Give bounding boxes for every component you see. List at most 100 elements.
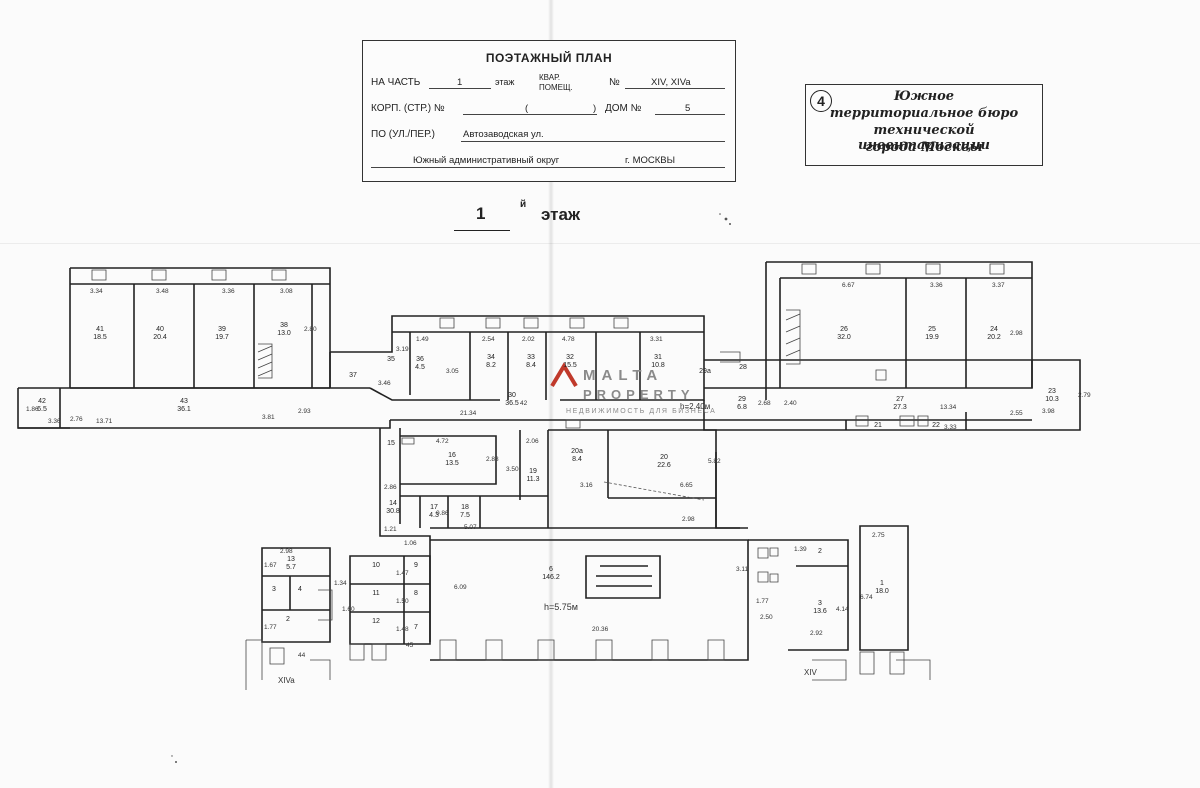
number-label: №	[609, 77, 620, 88]
dim-label: 2.86	[384, 484, 397, 491]
street-label: ПО (УЛ./ПЕР.)	[371, 129, 435, 140]
room-28: 28	[739, 364, 747, 371]
dim-label: 13.71	[96, 418, 113, 425]
dom-value: 5	[685, 103, 691, 114]
dim-label: 1.48	[396, 626, 409, 633]
watermark-name-line-2: PROPERTY	[583, 387, 695, 402]
line	[463, 114, 597, 115]
dim-label: 2.06	[526, 438, 539, 445]
room-11: 11	[372, 590, 380, 597]
dim-label: 0.86	[436, 510, 449, 517]
dim-label: 2.93	[298, 408, 311, 415]
floor-value: 1	[457, 77, 463, 88]
dim-label: 2.98	[682, 516, 695, 523]
room-9: 9	[414, 562, 418, 569]
dim-label: 4.78	[562, 336, 575, 343]
marker-45: 45	[406, 642, 414, 649]
dim-label: 3.36	[930, 282, 943, 289]
dim-label: 1.67	[264, 562, 277, 569]
on-part-label: НА ЧАСТЬ	[371, 77, 421, 88]
dim-label: 4.14	[836, 606, 849, 613]
room-15: 15	[387, 440, 395, 447]
marker-44: 44	[298, 652, 306, 659]
bti-stamp: 4 Южное территориальное бюро технической…	[805, 84, 1043, 166]
dim-label: 6.65	[680, 482, 693, 489]
room-21: 21	[874, 422, 882, 429]
line	[371, 167, 725, 168]
dim-label: 2.55	[1010, 410, 1023, 417]
korp-paren-open: (	[525, 103, 529, 114]
dim-label: 1.86	[26, 406, 39, 413]
bureau-line-3: технической инвентаризации	[858, 123, 990, 153]
floor-suffix: й	[520, 199, 527, 210]
hall-height: h=5.75м	[544, 602, 578, 612]
line	[625, 88, 725, 89]
page-crease	[0, 243, 1200, 244]
bureau-number: 4	[810, 90, 832, 112]
dim-label: 6.74	[860, 594, 873, 601]
dim-label: 2.68	[758, 400, 771, 407]
dim-label: 2.02	[522, 336, 535, 343]
room-2: 2	[818, 548, 822, 555]
dim-label: 2.88	[486, 456, 499, 463]
line	[429, 88, 491, 89]
watermark-tagline: НЕДВИЖИМОСТЬ ДЛЯ БИЗНЕСА	[566, 408, 717, 415]
dim-label: 20.36	[592, 626, 609, 633]
room-8: 8	[414, 590, 418, 597]
dim-label: 2.92	[810, 630, 823, 637]
dim-label: 1.50	[396, 598, 409, 605]
dim-label: 3.46	[378, 380, 391, 387]
dim-label: 2.79	[1078, 392, 1091, 399]
marker-xiva: XIVa	[278, 676, 295, 685]
room-3-small: 3	[272, 586, 276, 593]
stamp-title: ПОЭТАЖНЫЙ ПЛАН	[485, 51, 613, 65]
dim-label: 3.50	[506, 466, 519, 473]
dim-label: 2.98	[280, 548, 293, 555]
dim-label: 3.16	[580, 482, 593, 489]
room-7: 7	[414, 624, 418, 631]
dim-label: 1.49	[416, 336, 429, 343]
dim-label: 1.77	[264, 624, 277, 631]
marker-42: 42	[520, 400, 528, 407]
dim-label: 1.39	[794, 546, 807, 553]
malta-logo-icon	[550, 362, 578, 388]
floor-word: этаж	[541, 205, 580, 224]
walls	[17, 261, 1081, 661]
dim-label: 1.60	[342, 606, 355, 613]
room-2-small: 2	[286, 616, 290, 623]
dim-label: 1.47	[396, 570, 409, 577]
dim-label: 3.19	[396, 346, 409, 353]
room-12: 12	[372, 618, 380, 625]
title-stamp: ПОЭТАЖНЫЙ ПЛАН НА ЧАСТЬ 1 этаж КВАР. ПОМ…	[362, 40, 736, 182]
room-35: 35	[387, 356, 395, 363]
korp-label: КОРП. (СТР.) №	[371, 103, 445, 114]
dim-label: 3.08	[280, 288, 293, 295]
city-value: г. МОСКВЫ	[625, 155, 676, 166]
floor-number: 1	[476, 204, 486, 223]
dim-label: 1.77	[756, 598, 769, 605]
bureau-line-2: территориальное бюро	[829, 106, 1019, 121]
dim-label: 4.72	[436, 438, 449, 445]
dim-label: 1.06	[404, 540, 417, 547]
dim-label: 3.81	[262, 414, 275, 421]
